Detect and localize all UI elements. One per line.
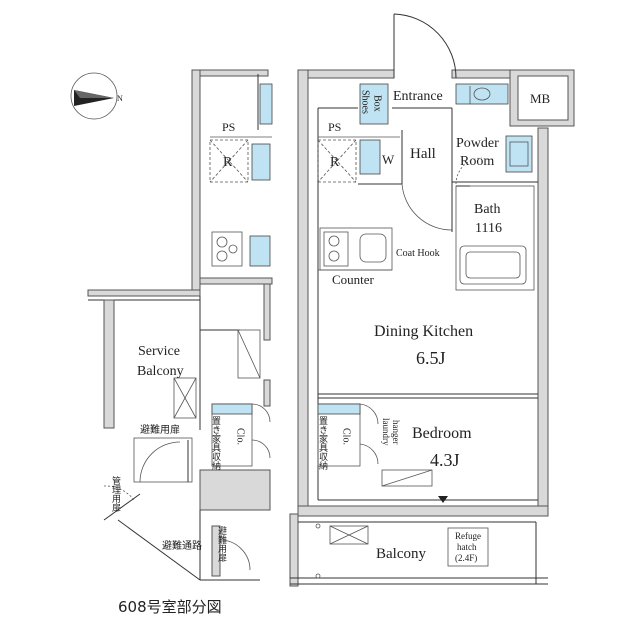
kanri-door-label: 管理用扉: [111, 475, 121, 513]
north-label: N: [117, 94, 123, 103]
balcony: Balcony Refuge hatch (2.4F): [289, 513, 548, 587]
bath: Bath 1116: [455, 185, 535, 291]
coat-hook-label: Coat Hook: [396, 248, 440, 259]
clo-left-label: Clo.: [235, 428, 246, 445]
service-balcony-label-2: Balcony: [137, 364, 184, 379]
w-label: W: [382, 152, 395, 167]
mb-label: MB: [530, 91, 551, 106]
service-balcony-label-1: Service: [138, 344, 180, 359]
r-left-label: R: [223, 155, 233, 170]
evac-door-label: 避難用扉: [140, 423, 180, 436]
hall-label: Hall: [410, 146, 436, 162]
ps-left-label: PS: [222, 120, 235, 134]
right-closet: 置き家具収納 Clo.: [317, 403, 379, 471]
left-ps-area: PS R: [209, 120, 272, 183]
refuge-hatch-label-3: (2.4F): [455, 553, 477, 563]
kitchen-counter: Counter: [318, 227, 393, 287]
shoes-box-label-1: Shoes: [360, 90, 371, 114]
refuge-hatch-label-2: hatch: [457, 542, 477, 552]
unit-caption: 608号室部分図: [118, 598, 222, 616]
bedroom: laundry hanger Bedroom 4.3J: [381, 418, 472, 503]
laundry-hanger-label-2: hanger: [391, 420, 401, 445]
compass-arrow-icon: N: [70, 72, 123, 120]
oki-kagu-right-label: 置き家具収納: [318, 416, 328, 471]
clo-right-label: Clo.: [341, 428, 352, 445]
bedroom-label: Bedroom: [412, 425, 472, 442]
entrance-label: Entrance: [393, 89, 443, 104]
neighbour-unit-walls: [191, 69, 273, 511]
dining-kitchen-size: 6.5J: [416, 348, 446, 368]
oki-kagu-left-label: 置き家具収納: [211, 416, 221, 471]
left-cooktop-icon: [211, 231, 271, 267]
evac-door-vertical-label: 避難用扉: [217, 525, 227, 563]
refuge-hatch-label-1: Refuge: [455, 531, 481, 541]
powder-room-label-2: Room: [460, 154, 494, 169]
bath-label-1: Bath: [474, 202, 500, 217]
counter-label: Counter: [332, 272, 375, 287]
bath-label-2: 1116: [475, 221, 502, 236]
dining-kitchen-label: Dining Kitchen: [374, 323, 473, 340]
left-closet: 置き家具収納 Clo.: [211, 403, 271, 471]
powder-room-label-1: Powder: [456, 136, 499, 151]
service-balcony: Service Balcony 避難用扉 管理用扉 避難通路 避難用扉: [87, 289, 261, 581]
laundry-hanger-label-1: laundry: [381, 418, 391, 446]
ps-right-label: PS: [328, 120, 341, 134]
balcony-label: Balcony: [376, 546, 426, 562]
right-ps-area: PS R W: [317, 120, 403, 185]
bedroom-size: 4.3J: [430, 450, 460, 470]
dining-kitchen: Dining Kitchen 6.5J: [374, 323, 473, 368]
shoes-box-label-2: Box: [372, 95, 383, 112]
entrance-area: Shoes Box Entrance: [360, 83, 509, 125]
hall: Hall: [401, 146, 453, 232]
evac-path-label: 避難通路: [162, 539, 202, 552]
bedroom-partition: [318, 393, 538, 399]
powder-room: Powder Room: [451, 108, 538, 185]
mb-box: MB: [509, 69, 575, 127]
entrance-door: [393, 13, 457, 79]
r-right-label: R: [330, 155, 340, 170]
